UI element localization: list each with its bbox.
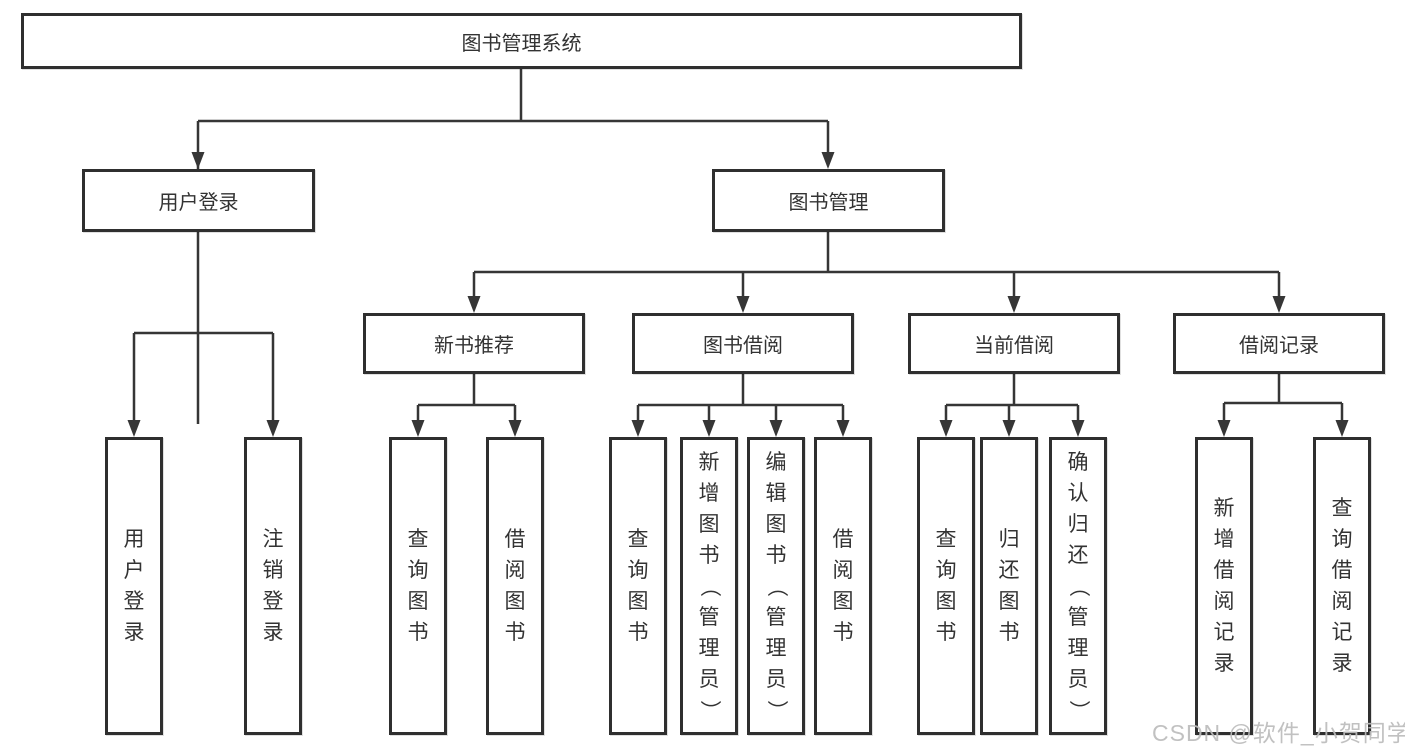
leaf-edit-book-admin: 编辑图书（管理员） <box>747 437 805 735</box>
node-book-management: 图书管理 <box>712 169 945 232</box>
leaf-user-login: 用户登录 <box>105 437 163 735</box>
leaf-query-borrow-record-label: 查询借阅记录 <box>1331 497 1353 675</box>
leaf-logout: 注销登录 <box>244 437 302 735</box>
node-new-book-recommend-label: 新书推荐 <box>434 335 514 357</box>
leaf-borrow-books-recommend-label: 借阅图书 <box>504 528 526 644</box>
leaf-return-book-label: 归还图书 <box>998 528 1020 644</box>
leaf-query-books-recommend-label: 查询图书 <box>407 528 429 644</box>
node-root-label: 图书管理系统 <box>461 32 582 55</box>
leaf-query-books-current-label: 查询图书 <box>935 528 957 644</box>
leaf-query-books-current: 查询图书 <box>917 437 975 735</box>
leaf-edit-book-admin-label: 编辑图书（管理员） <box>764 450 788 721</box>
leaf-borrow-books-recommend: 借阅图书 <box>486 437 544 735</box>
leaf-borrow-books-borrowing-label: 借阅图书 <box>832 528 854 644</box>
leaf-query-books-borrowing: 查询图书 <box>609 437 667 735</box>
leaf-return-book: 归还图书 <box>980 437 1038 735</box>
leaf-logout-label: 注销登录 <box>262 528 284 644</box>
node-book-borrowing-label: 图书借阅 <box>703 335 783 357</box>
leaf-add-book-admin: 新增图书（管理员） <box>680 437 738 735</box>
node-current-borrowing-label: 当前借阅 <box>974 335 1054 357</box>
arrowheads <box>127 152 1349 437</box>
leaf-add-borrow-record: 新增借阅记录 <box>1195 437 1253 735</box>
node-book-borrowing: 图书借阅 <box>632 313 854 374</box>
node-current-borrowing: 当前借阅 <box>908 313 1120 374</box>
leaf-user-login-label: 用户登录 <box>123 528 145 644</box>
node-user-login: 用户登录 <box>82 169 315 232</box>
leaf-confirm-return-admin-label: 确认归还（管理员） <box>1066 450 1090 721</box>
leaf-query-books-recommend: 查询图书 <box>389 437 447 735</box>
leaf-query-books-borrowing-label: 查询图书 <box>627 528 649 644</box>
node-new-book-recommend: 新书推荐 <box>363 313 585 374</box>
node-borrowing-records-label: 借阅记录 <box>1239 335 1319 357</box>
leaf-query-borrow-record: 查询借阅记录 <box>1313 437 1371 735</box>
node-root: 图书管理系统 <box>21 13 1022 69</box>
node-book-management-label: 图书管理 <box>788 192 869 214</box>
node-borrowing-records: 借阅记录 <box>1173 313 1385 374</box>
node-user-login-label: 用户登录 <box>158 192 239 214</box>
leaf-add-book-admin-label: 新增图书（管理员） <box>697 450 721 721</box>
leaf-borrow-books-borrowing: 借阅图书 <box>814 437 872 735</box>
leaf-confirm-return-admin: 确认归还（管理员） <box>1049 437 1107 735</box>
leaf-add-borrow-record-label: 新增借阅记录 <box>1213 497 1235 675</box>
